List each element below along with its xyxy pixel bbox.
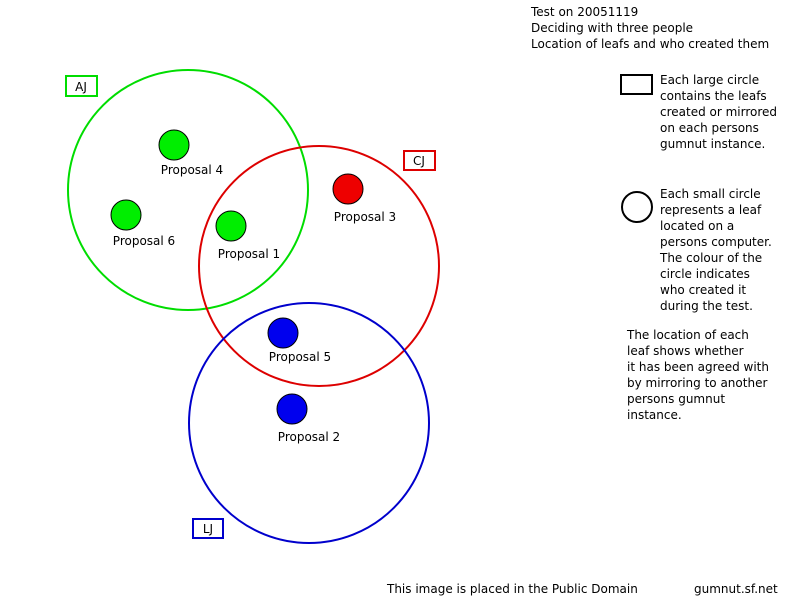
lj-label-box <box>192 518 224 539</box>
lj-label: LJ <box>203 522 213 536</box>
proposal-1-label: Proposal 1 <box>218 247 280 261</box>
proposal-2-label: Proposal 2 <box>278 430 340 444</box>
header-line-3: Location of leafs and who created them <box>531 37 770 51</box>
aj-large-circle <box>67 69 309 311</box>
legend-line: instance. <box>627 408 682 422</box>
legend-line: gumnut instance. <box>660 137 766 151</box>
legend-small-circle-symbol <box>621 191 653 223</box>
legend-line: Each large circle <box>660 73 760 87</box>
proposal-6-dot <box>110 199 142 231</box>
aj-label-box <box>65 75 98 97</box>
proposal-3-dot <box>332 173 364 205</box>
lj-large-circle <box>188 302 430 544</box>
legend-line: Each small circle <box>660 187 761 201</box>
header-line-2: Deciding with three people <box>531 21 694 35</box>
cj-large-circle <box>198 145 440 387</box>
legend-small-circle-text: Each small circle represents a leaf loca… <box>660 186 772 314</box>
legend-line: persons computer. <box>660 235 772 249</box>
site-link[interactable]: gumnut.sf.net <box>694 582 778 596</box>
legend-line: The location of each <box>627 328 749 342</box>
legend-line: represents a leaf <box>660 203 762 217</box>
cj-label: CJ <box>413 154 425 168</box>
legend-line: created or mirrored <box>660 105 778 119</box>
proposal-2-dot <box>276 393 308 425</box>
legend-line: The colour of the <box>660 251 763 265</box>
legend-line: it has been agreed with <box>627 360 769 374</box>
proposal-1-dot <box>215 210 247 242</box>
public-domain-notice: This image is placed in the Public Domai… <box>387 582 638 596</box>
legend-line: located on a <box>660 219 735 233</box>
header-block: Test on 20051119 Deciding with three peo… <box>531 4 769 52</box>
cj-label-box <box>403 150 436 171</box>
proposal-6-label: Proposal 6 <box>113 234 175 248</box>
legend-location-note: The location of each leaf shows whether … <box>627 327 769 423</box>
legend-line: circle indicates <box>660 267 750 281</box>
legend-line: leaf shows whether <box>627 344 744 358</box>
proposal-4-label: Proposal 4 <box>161 163 223 177</box>
proposal-3-label: Proposal 3 <box>334 210 396 224</box>
proposal-5-label: Proposal 5 <box>269 350 331 364</box>
legend-line: on each persons <box>660 121 759 135</box>
proposal-5-dot <box>267 317 299 349</box>
header-line-1: Test on 20051119 <box>531 5 639 19</box>
legend-line: contains the leafs <box>660 89 767 103</box>
aj-label: AJ <box>75 80 87 94</box>
legend-line: persons gumnut <box>627 392 726 406</box>
legend-large-circle-symbol <box>620 74 653 95</box>
legend-line: during the test. <box>660 299 753 313</box>
legend-large-circle-text: Each large circle contains the leafs cre… <box>660 72 777 152</box>
legend-line: who created it <box>660 283 747 297</box>
legend-line: by mirroring to another <box>627 376 768 390</box>
proposal-4-dot <box>158 129 190 161</box>
